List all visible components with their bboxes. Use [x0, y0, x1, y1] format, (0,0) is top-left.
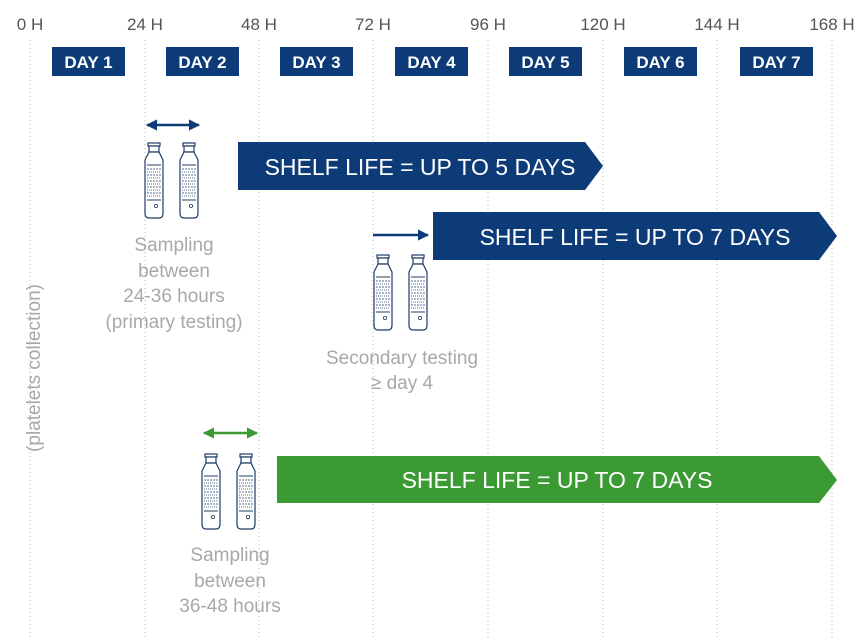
caption-line: 36-48 hours [179, 596, 280, 617]
day-badge-2: DAY 2 [166, 47, 239, 76]
hour-label-96: 96 H [470, 15, 506, 34]
hour-label-72: 72 H [355, 15, 391, 34]
hour-axis: 0 H 24 H 48 H 72 H 96 H 120 H 144 H 168 … [17, 15, 855, 34]
shelf-life-7-days-label-green: SHELF LIFE = UP TO 7 DAYS [402, 467, 713, 493]
hour-label-48: 48 H [241, 15, 277, 34]
sample-bottles-icon [201, 453, 256, 530]
primary-testing-caption: Sampling between 24-36 hours (primary te… [105, 235, 242, 333]
shelf-life-7-days-arrow [433, 212, 837, 260]
caption-line: 24-36 hours [123, 286, 224, 307]
day-badge-5: DAY 5 [509, 47, 582, 76]
late-sampling-caption: Sampling between 36-48 hours [179, 545, 280, 617]
row-primary-testing: SHELF LIFE = UP TO 5 DAYS Sampling betwe… [105, 119, 603, 333]
shelf-life-7-days-arrow-green [277, 456, 837, 503]
day-label-7: DAY 7 [752, 53, 800, 72]
caption-line: between [138, 261, 210, 282]
caption-line: between [194, 571, 266, 592]
sample-bottles-icon [373, 254, 428, 331]
hour-label-144: 144 H [694, 15, 739, 34]
platelets-collection-label: (platelets collection) [24, 284, 45, 452]
day-label-5: DAY 5 [521, 53, 569, 72]
caption-line: Sampling [134, 235, 213, 256]
secondary-testing-caption: Secondary testing ≥ day 4 [326, 348, 478, 394]
shelf-life-5-days-label: SHELF LIFE = UP TO 5 DAYS [265, 154, 576, 180]
day-badge-4: DAY 4 [395, 47, 468, 76]
day-badge-1: DAY 1 [52, 47, 125, 76]
grid-lines [29, 40, 833, 637]
day-badges: DAY 1 DAY 2 DAY 3 DAY 4 DAY 5 DAY 6 DAY … [52, 47, 813, 76]
shelf-life-5-days-arrow [238, 142, 603, 190]
hour-label-0: 0 H [17, 15, 43, 34]
hour-label-168: 168 H [809, 15, 854, 34]
hour-label-120: 120 H [580, 15, 625, 34]
hour-label-24: 24 H [127, 15, 163, 34]
day-label-3: DAY 3 [292, 53, 340, 72]
caption-line: (primary testing) [105, 312, 242, 333]
caption-line: Secondary testing [326, 348, 478, 369]
day-label-4: DAY 4 [407, 53, 456, 72]
day-badge-6: DAY 6 [624, 47, 697, 76]
shelf-life-7-days-label: SHELF LIFE = UP TO 7 DAYS [480, 224, 791, 250]
day-badge-3: DAY 3 [280, 47, 353, 76]
caption-line: ≥ day 4 [371, 373, 434, 394]
caption-line: Sampling [190, 545, 269, 566]
day-label-1: DAY 1 [64, 53, 112, 72]
row-late-sampling: SHELF LIFE = UP TO 7 DAYS Sampling betwe… [179, 427, 837, 617]
day-label-2: DAY 2 [178, 53, 226, 72]
day-label-6: DAY 6 [636, 53, 684, 72]
day-badge-7: DAY 7 [740, 47, 813, 76]
sample-bottles-icon [144, 142, 199, 219]
row-secondary-testing: SHELF LIFE = UP TO 7 DAYS Secondary test… [326, 212, 837, 394]
